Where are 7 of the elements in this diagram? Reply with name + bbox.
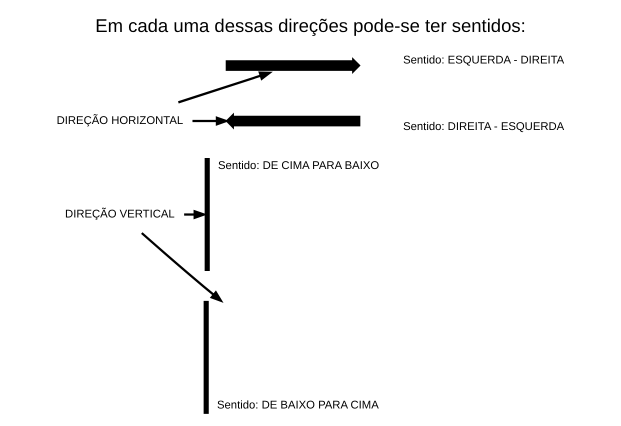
node-label: Sentido: DE BAIXO PARA CIMA [216,399,379,412]
node-label: Sentido: DIREITA - ESQUERDA [403,120,564,133]
node-label: Sentido: ESQUERDA - DIREITA [403,54,564,66]
node-label: Sentido: DE CIMA PARA BAIXO [218,160,380,172]
diagram-title: Em cada uma dessas direções pode-se ter sentidos: [95,14,526,36]
node-text: DIREÇÃO HORIZONTAL [56,114,184,126]
node-text: DIREÇÃO VERTICAL [65,208,175,220]
